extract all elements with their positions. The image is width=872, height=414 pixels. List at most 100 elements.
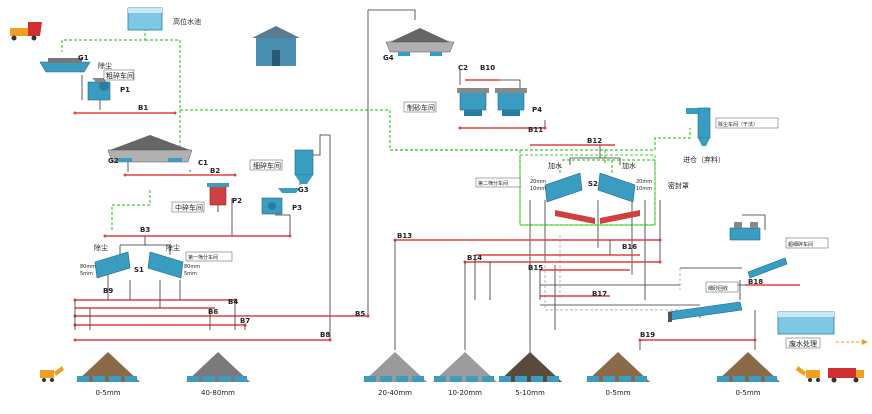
label-dedust-s1-right: 除尘	[166, 243, 180, 252]
label-ultra-fine-workshop: 超细碎车间	[788, 241, 813, 248]
water-tank	[127, 7, 163, 31]
building-icon	[252, 26, 300, 66]
code-g1: G1	[78, 54, 89, 62]
fine-crusher-bin-g3	[278, 149, 314, 193]
mesh-s1-right-b: 5mm	[184, 271, 197, 277]
label-coarse-workshop: 粗碎车间	[106, 71, 134, 80]
stockpile: 40-80mm	[186, 352, 250, 397]
stockpile-size-label: 10-20mm	[448, 389, 482, 397]
stockpile-gate	[187, 376, 199, 382]
water-supply-lines	[61, 28, 691, 230]
vibrating-feeder-g1	[39, 58, 91, 73]
stockpile: 10-20mm	[433, 352, 497, 397]
mesh-s1-left-a: 80mm	[80, 264, 96, 270]
stockpile-gate	[93, 376, 105, 382]
stockpile-gate	[380, 376, 392, 382]
mesh-s2-right-b: 10mm	[636, 186, 652, 192]
stockpile-size-label: 0-5mm	[95, 389, 120, 397]
code-b7: B7	[240, 317, 250, 325]
sand-maker-p4	[457, 88, 527, 116]
stockpile-heap	[186, 352, 250, 382]
stockpile: 0-5mm	[716, 352, 780, 397]
code-b14: B14	[467, 254, 482, 262]
stockpile-gate	[219, 376, 231, 382]
code-b8: B8	[320, 331, 330, 339]
cone-crusher-p2	[207, 183, 229, 206]
stockpile-gate	[412, 376, 424, 382]
label-water-tank: 高位水池	[173, 17, 201, 26]
code-g3: G3	[298, 186, 309, 194]
label-fine-sand-recovery: 细砂回收	[708, 285, 728, 292]
fine-sand-screw	[747, 257, 788, 279]
stockpile-gate	[466, 376, 478, 382]
stockpile-gate	[587, 376, 599, 382]
stockpile-gate	[749, 376, 761, 382]
code-b4: B4	[228, 298, 238, 306]
fine-sand-recovery-machine	[667, 301, 743, 322]
stockpile-bin-g2	[107, 135, 193, 163]
code-p3: P3	[292, 204, 302, 212]
code-b16: B16	[622, 243, 637, 251]
stockpile-gate	[396, 376, 408, 382]
stockpile: 0-5mm	[76, 352, 140, 397]
stockpile-gate	[733, 376, 745, 382]
stockpile-heap	[433, 352, 497, 382]
code-g2: G2	[108, 157, 119, 165]
dump-truck-icon-right	[828, 368, 864, 383]
mesh-s1-left-b: 5mm	[80, 271, 93, 277]
stockpile-size-label: 40-80mm	[201, 389, 235, 397]
stockpile: 5-10mm	[498, 352, 562, 397]
stockpile-size-label: 0-5mm	[605, 389, 630, 397]
stockpile-heap	[586, 352, 650, 382]
vibrating-screen-s1	[94, 251, 184, 279]
stockpiles: 0-5mm 40-80mm 20-40mm 10-20mm 5-10mm 0-5mm 0-5…	[76, 352, 780, 397]
code-b3: B3	[140, 226, 150, 234]
equipment-codes: G1 P1 B1 G2 C1 B2 P2 G3 P3 B3 S1 B9 B4 B…	[78, 54, 763, 339]
code-p4: P4	[532, 106, 542, 114]
stockpile: 0-5mm	[586, 352, 650, 397]
jaw-crusher-p1	[87, 78, 111, 101]
label-fine-workshop: 细碎车间	[253, 161, 281, 170]
code-b6: B6	[208, 308, 218, 316]
code-b1: B1	[138, 104, 148, 112]
stockpile-gate	[235, 376, 247, 382]
loader-icon-left	[40, 366, 64, 382]
code-s1: S1	[134, 266, 144, 274]
code-p1: P1	[120, 86, 130, 94]
stockpile-gate	[450, 376, 462, 382]
label-dedust-s1-left: 除尘	[94, 243, 108, 252]
label-dedust-workshop: 除尘车间（干法）	[718, 121, 758, 128]
stockpile-heap	[716, 352, 780, 382]
code-c1: C1	[198, 159, 208, 167]
stockpile-gate	[531, 376, 543, 382]
mesh-s2-left-b: 10mm	[530, 186, 546, 192]
drop-lines	[74, 240, 611, 350]
label-add-water-right: 加水	[622, 161, 636, 170]
label-screen2-workshop: 第二筛分车间	[478, 180, 508, 187]
mesh-size-labels: 80mm 5mm 80mm 5mm 20mm 10mm 20mm 10mm	[80, 179, 652, 277]
stockpile-gate	[77, 376, 89, 382]
stockpile-gate	[125, 376, 137, 382]
code-b18: B18	[748, 278, 763, 286]
workshop-labels: 高位水池 粗碎车间 除尘 中碎车间 细碎车间 第一筛分车间 除尘 除尘 制砂车间…	[94, 17, 829, 349]
label-mid-workshop: 中碎车间	[175, 203, 203, 212]
sealed-cover-box	[519, 154, 656, 226]
stockpile-gate	[603, 376, 615, 382]
code-b10: B10	[480, 64, 495, 72]
label-wastewater: 废水处理	[789, 339, 817, 348]
ultra-fine-crusher	[729, 222, 761, 241]
stockpile-size-label: 5-10mm	[515, 389, 545, 397]
stockpile-size-label: 0-5mm	[735, 389, 760, 397]
stockpile-gate	[203, 376, 215, 382]
stockpile-gate	[547, 376, 559, 382]
wastewater-tank	[777, 311, 835, 335]
stockpile-size-label: 20-40mm	[378, 389, 412, 397]
dust-lines	[544, 235, 700, 311]
code-g4: G4	[383, 54, 394, 62]
stockpile-heap	[363, 352, 427, 382]
label-sand-workshop: 制砂车间	[407, 103, 435, 112]
stockpile-gate	[482, 376, 494, 382]
belt-end-markers	[73, 111, 757, 342]
stockpile-gate	[515, 376, 527, 382]
